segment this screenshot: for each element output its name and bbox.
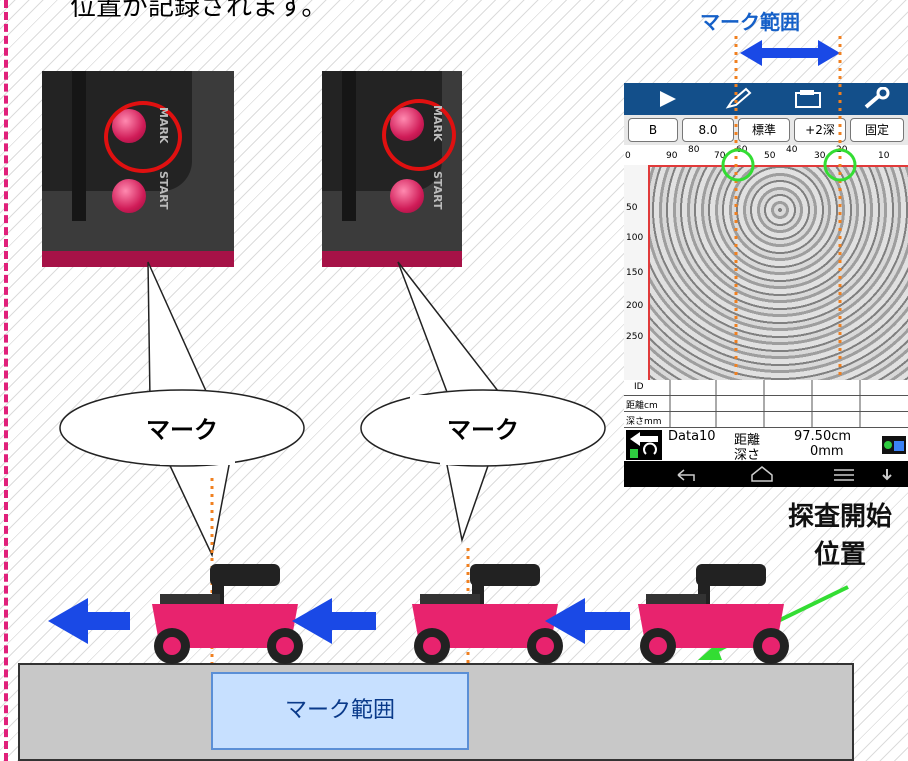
left-arrow-icon	[545, 598, 630, 644]
app-button-row: B 8.0 標準 +2深 固定	[624, 115, 908, 145]
radar-scan-plot: 50 100 150 200 250	[624, 165, 908, 382]
ruler-tick: 30	[814, 151, 826, 161]
mark-button-highlight	[382, 99, 456, 171]
mark-range-box: マーク範囲	[211, 672, 469, 750]
standard-button[interactable]: 標準	[738, 118, 790, 142]
depth-value: 0mm	[810, 444, 844, 459]
back-icon[interactable]	[674, 467, 698, 483]
data-name: Data10	[668, 429, 716, 444]
download-icon[interactable]	[880, 467, 894, 483]
caption-text: 位置が記録されます。	[70, 0, 328, 22]
bubble-text-2: マーク	[447, 416, 519, 444]
ruler-tick: 90	[666, 151, 678, 161]
depth-label: 深さ	[734, 448, 761, 463]
left-arrow-icon	[292, 598, 376, 644]
mark-data-table: ID 距離cm 深さmm	[624, 380, 908, 428]
back-arrow-icon[interactable]	[626, 430, 662, 460]
folder-icon[interactable]	[788, 87, 828, 111]
home-icon[interactable]	[750, 465, 774, 483]
ruler-tick: 80	[688, 145, 700, 155]
scan-info-panel: Data10 距離 97.50cm 深さ 0mm	[624, 428, 908, 463]
depth-tick: 150	[626, 268, 644, 278]
depth-tick: 200	[626, 301, 644, 311]
distance-label: 距離	[734, 433, 761, 448]
wrench-icon[interactable]	[856, 87, 896, 111]
depth-tick: 50	[626, 203, 638, 213]
start-position-label: 探査開始位置	[787, 502, 892, 570]
table-row: 距離cm	[624, 396, 908, 412]
table-row: 深さmm	[624, 412, 908, 428]
device-photo-2: MARK START	[322, 71, 462, 267]
app-toolbar	[624, 83, 908, 115]
mode-button[interactable]: B	[628, 118, 678, 142]
signal-icon	[882, 436, 906, 454]
table-grid	[669, 380, 861, 428]
menu-icon[interactable]	[832, 467, 856, 483]
ruler-tick: 70	[714, 151, 726, 161]
gain-button[interactable]: 8.0	[682, 118, 734, 142]
pen-icon[interactable]	[718, 87, 758, 111]
radar-image	[648, 165, 908, 382]
mark-button-highlight	[104, 101, 182, 173]
radar-app-screenshot: B 8.0 標準 +2深 固定 0 90 80 70 60 50 40 30 2…	[624, 83, 908, 487]
android-nav-bar	[624, 461, 908, 487]
fixed-button[interactable]: 固定	[850, 118, 904, 142]
left-arrow-icon	[48, 598, 130, 644]
play-icon[interactable]	[648, 87, 688, 111]
page-left-border	[4, 0, 8, 761]
ruler-tick: 10	[878, 151, 890, 161]
distance-value: 97.50cm	[794, 429, 852, 444]
radar-device-3	[638, 564, 789, 664]
ruler-tick: 0	[625, 151, 631, 161]
ruler-tick: 40	[786, 145, 798, 155]
depth-tick: 100	[626, 233, 644, 243]
double-arrow-icon	[740, 40, 840, 66]
radar-device-1	[152, 564, 303, 664]
ruler-tick: 50	[764, 151, 776, 161]
bubble-text-1: マーク	[146, 416, 218, 444]
depth-button[interactable]: +2深	[794, 118, 846, 142]
mark-range-label-top: マーク範囲	[700, 10, 800, 34]
device-photo-1: MARK START	[42, 71, 234, 267]
depth-tick: 250	[626, 332, 644, 342]
table-row: ID	[624, 380, 908, 396]
radar-device-2	[412, 564, 563, 664]
